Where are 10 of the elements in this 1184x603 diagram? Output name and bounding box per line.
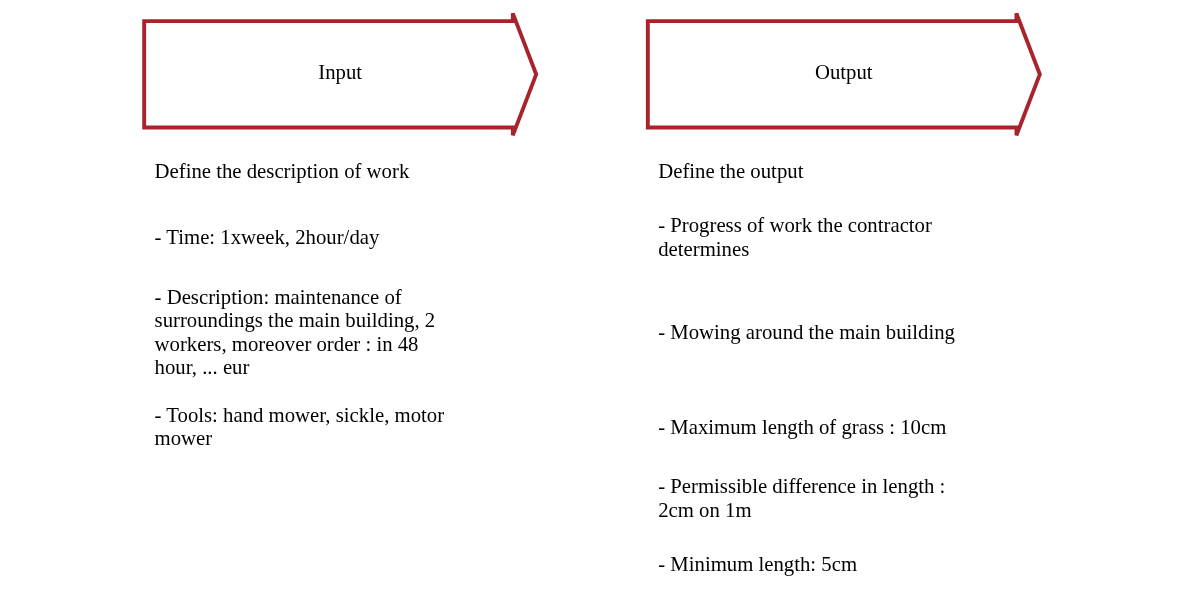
- label: - Time: 1xweek, 2hour/day: [154, 226, 380, 249]
- label: - Minimum length: 5cm: [658, 553, 858, 576]
- label: - Permissible difference in length : 2cm on 1m: [658, 475, 946, 521]
- label: - Mowing around the main building: [658, 320, 956, 343]
- label: - Tools: hand mower, sickle, motor mower: [154, 403, 445, 450]
- label: - Maximum length of grass : 10cm: [658, 415, 947, 438]
- label: - Description: maintenance of surroundings the main building, 2 workers, moreover order : in 48 hour, ... eur: [154, 285, 436, 378]
- label: Define the description of work: [154, 159, 410, 182]
- label: - Progress of work the contractor determines: [658, 214, 932, 260]
- label: Define the output: [658, 159, 804, 182]
